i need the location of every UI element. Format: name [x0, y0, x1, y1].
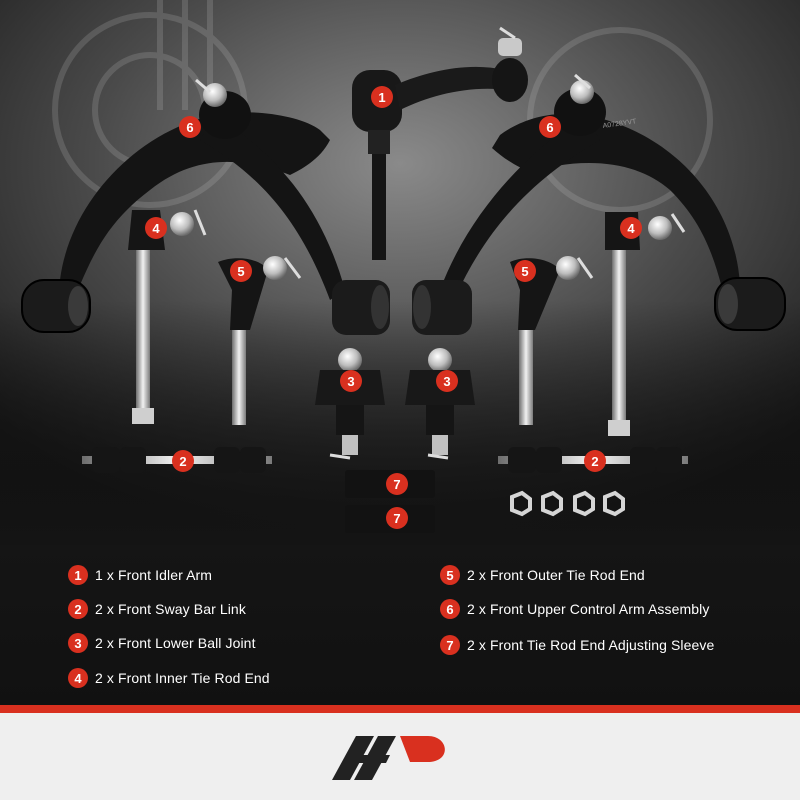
svg-text:2: 2: [591, 454, 598, 469]
upper-control-arm-left: [21, 78, 390, 335]
svg-text:7: 7: [393, 511, 400, 526]
svg-text:1: 1: [378, 90, 385, 105]
badge-3-left: 3: [340, 370, 362, 392]
badge-7-top: 7: [386, 473, 408, 495]
legend-label: 2 x Front Outer Tie Rod End: [467, 567, 645, 583]
accent-stripe: [0, 705, 800, 713]
svg-text:5: 5: [521, 264, 528, 279]
legend-item-3: 3 2 x Front Lower Ball Joint: [68, 633, 256, 653]
svg-text:4: 4: [152, 221, 160, 236]
svg-text:7: 7: [393, 477, 400, 492]
legend-badge: 5: [440, 565, 460, 585]
footer: [0, 713, 800, 800]
outer-tie-rod-left: [218, 256, 302, 425]
svg-text:2: 2: [179, 454, 186, 469]
legend-item-6: 6 2 x Front Upper Control Arm Assembly: [440, 599, 709, 619]
legend-label: 2 x Front Sway Bar Link: [95, 601, 246, 617]
badge-5-left: 5: [230, 260, 252, 282]
badge-6-left: 6: [179, 116, 201, 138]
svg-text:6: 6: [186, 120, 193, 135]
part-number-stamp: A0728YVT: [602, 118, 637, 130]
legend-badge: 6: [440, 599, 460, 619]
badge-1-idler-arm: 1: [371, 86, 393, 108]
legend-badge: 7: [440, 635, 460, 655]
legend-item-4: 4 2 x Front Inner Tie Rod End: [68, 668, 270, 688]
legend-label: 2 x Front Upper Control Arm Assembly: [467, 601, 710, 617]
parts-legend: 1 1 x Front Idler Arm 2 2 x Front Sway B…: [0, 545, 800, 705]
legend-badge: 2: [68, 599, 88, 619]
legend-item-5: 5 2 x Front Outer Tie Rod End: [440, 565, 645, 585]
legend-badge: 3: [68, 633, 88, 653]
badge-4-left: 4: [145, 217, 167, 239]
badge-5-right: 5: [514, 260, 536, 282]
legend-badge: 1: [68, 565, 88, 585]
legend-item-1: 1 1 x Front Idler Arm: [68, 565, 212, 585]
product-photo: A0728YVT: [0, 0, 800, 545]
badge-4-right: 4: [620, 217, 642, 239]
svg-text:4: 4: [627, 221, 635, 236]
badge-2-right: 2: [584, 450, 606, 472]
legend-label: 2 x Front Tie Rod End Adjusting Sleeve: [467, 637, 715, 653]
badge-6-right: 6: [539, 116, 561, 138]
legend-badge: 4: [68, 668, 88, 688]
legend-label: 2 x Front Inner Tie Rod End: [95, 670, 270, 686]
badge-2-left: 2: [172, 450, 194, 472]
upper-control-arm-right: A0728YVT: [412, 73, 786, 335]
svg-text:5: 5: [237, 264, 244, 279]
nuts: [510, 490, 625, 517]
badge-7-bottom: 7: [386, 507, 408, 529]
legend-label: 1 x Front Idler Arm: [95, 567, 213, 583]
legend-item-2: 2 2 x Front Sway Bar Link: [68, 599, 246, 619]
legend-label: 2 x Front Lower Ball Joint: [95, 635, 256, 651]
legend-item-7: 7 2 x Front Tie Rod End Adjusting Sleeve: [440, 635, 714, 655]
svg-text:6: 6: [546, 120, 553, 135]
svg-text:3: 3: [443, 374, 450, 389]
svg-text:3: 3: [347, 374, 354, 389]
a-premium-logo-icon: [330, 724, 460, 791]
badge-3-right: 3: [436, 370, 458, 392]
